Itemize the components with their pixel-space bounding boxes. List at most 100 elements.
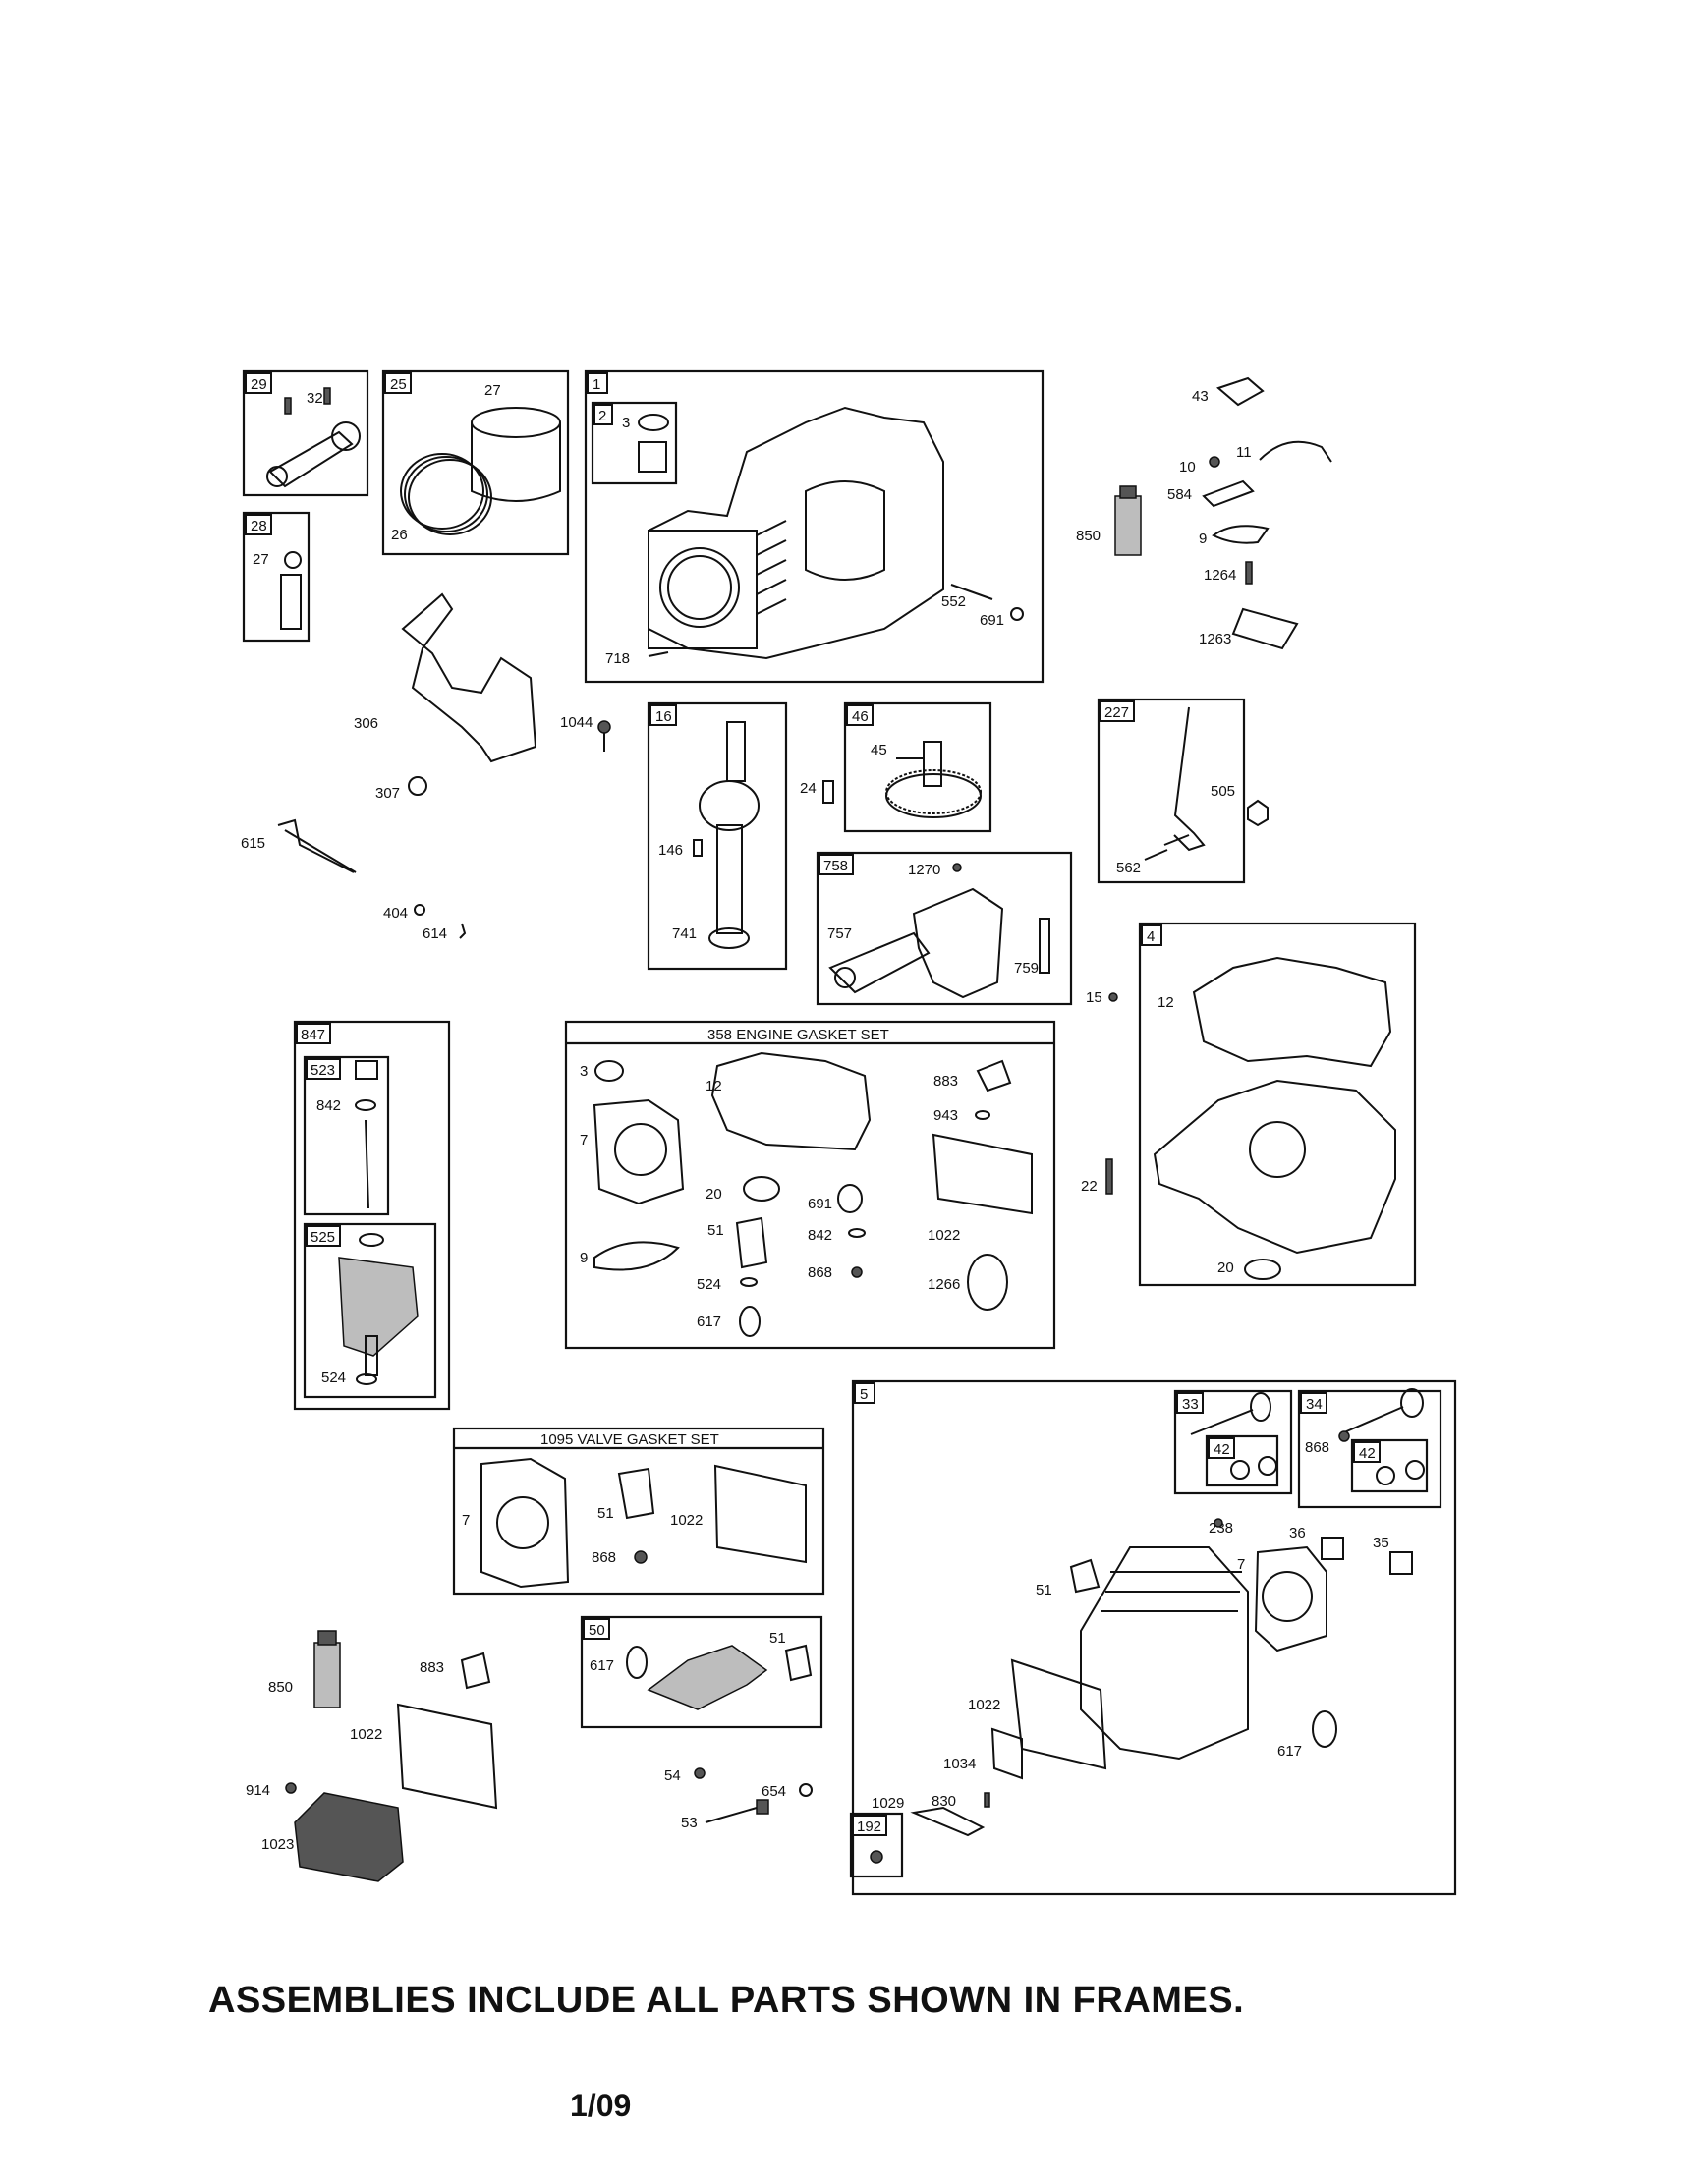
svg-text:9: 9 [1199, 531, 1207, 547]
label-505: 505 [1211, 783, 1235, 800]
svg-text:307: 307 [375, 785, 400, 802]
valve-gasket-parts [480, 1457, 807, 1589]
label-943: 943 [933, 1107, 958, 1124]
svg-text:54: 54 [664, 1767, 681, 1784]
label-26: 26 [391, 527, 408, 543]
frame-525: 525 524 [303, 1222, 437, 1399]
label-842: 842 [316, 1097, 341, 1114]
svg-text:615: 615 [241, 835, 265, 852]
svg-text:25: 25 [390, 376, 407, 393]
label-617: 617 [1277, 1743, 1302, 1760]
svg-text:1: 1 [593, 376, 600, 393]
svg-text:10: 10 [1179, 459, 1196, 476]
frame-1095-valve-gasket-set: 1095 VALVE GASKET SET 7 51 1022 868 [452, 1427, 825, 1596]
frame-28: 28 27 [242, 511, 311, 643]
label-32: 32 [307, 390, 323, 407]
label-741: 741 [672, 925, 697, 942]
frame-758: 758 1270 757 759 [816, 851, 1073, 1006]
seal-bushing-part [638, 414, 669, 473]
label-51: 51 [707, 1222, 724, 1239]
label-146: 146 [658, 842, 683, 859]
svg-text:850: 850 [268, 1679, 293, 1696]
crankcase-cover-part [1153, 956, 1396, 1280]
frame-5: 5 238 36 35 7 51 1022 617 1034 1029 830 [851, 1379, 1457, 1896]
label-1266: 1266 [928, 1276, 960, 1293]
svg-text:1263: 1263 [1199, 631, 1231, 647]
label-7: 7 [1237, 1556, 1245, 1573]
svg-text:43: 43 [1192, 388, 1209, 405]
label-1022: 1022 [968, 1697, 1000, 1713]
frame-29: 29 32 [242, 369, 369, 497]
loose-parts-bottom-left: 850 883 1022 914 1023 54 654 53 [246, 1630, 813, 1882]
label-45: 45 [871, 742, 887, 758]
svg-text:847: 847 [301, 1027, 325, 1043]
label-7: 7 [580, 1132, 588, 1148]
label-868: 868 [592, 1549, 616, 1566]
svg-text:654: 654 [762, 1783, 786, 1800]
frame-192: 192 [849, 1812, 904, 1878]
svg-text:758: 758 [823, 858, 848, 874]
label-868: 868 [808, 1264, 832, 1281]
svg-text:525: 525 [311, 1229, 335, 1246]
footer-note: ASSEMBLIES INCLUDE ALL PARTS SHOWN IN FR… [208, 1980, 1245, 2021]
valve-cover-parts [285, 1630, 813, 1882]
label-617: 617 [697, 1314, 721, 1330]
label-27: 27 [253, 551, 269, 568]
connecting-rod-part [266, 387, 361, 488]
governor-shaft-part [1144, 706, 1269, 861]
frame-227: 227 505 562 [1097, 698, 1269, 884]
svg-text:614: 614 [423, 925, 447, 942]
svg-text:16: 16 [655, 708, 672, 725]
svg-text:15: 15 [1086, 989, 1102, 1006]
svg-text:404: 404 [383, 905, 408, 922]
cam-follower-part [828, 863, 1050, 999]
svg-text:22: 22 [1081, 1178, 1098, 1195]
svg-text:24: 24 [800, 780, 817, 797]
breather-parts [1114, 376, 1332, 650]
svg-text:306: 306 [354, 715, 378, 732]
svg-text:2: 2 [598, 408, 606, 424]
label-1022: 1022 [928, 1227, 960, 1244]
svg-text:11: 11 [1236, 444, 1252, 461]
cylinder-head-part [910, 1518, 1413, 1837]
cylinder-block-part [648, 406, 1024, 660]
label-691: 691 [808, 1196, 832, 1212]
label-868: 868 [1305, 1439, 1329, 1456]
svg-text:1023: 1023 [261, 1836, 294, 1853]
frame-50: 50 617 51 [580, 1615, 823, 1729]
label-691: 691 [980, 612, 1004, 629]
svg-text:42: 42 [1214, 1441, 1230, 1458]
label-759: 759 [1014, 960, 1039, 977]
label-9: 9 [580, 1250, 588, 1266]
label-20: 20 [1217, 1260, 1234, 1276]
dipstick-part [355, 1060, 378, 1209]
svg-text:46: 46 [852, 708, 869, 725]
svg-text:883: 883 [420, 1659, 444, 1676]
label-12: 12 [1158, 994, 1174, 1011]
crankshaft-part [693, 721, 760, 949]
svg-text:1264: 1264 [1204, 567, 1236, 584]
piston-pin-part [280, 551, 302, 630]
label-562: 562 [1116, 860, 1141, 876]
label-718: 718 [605, 650, 630, 667]
label-3: 3 [580, 1063, 588, 1080]
frame-2: 2 3 [591, 401, 678, 485]
frame-16: 16 146 741 24 [647, 701, 834, 971]
set-title: 1095 VALVE GASKET SET [540, 1431, 719, 1448]
svg-text:4: 4 [1147, 928, 1155, 945]
svg-text:50: 50 [589, 1622, 605, 1639]
oil-deflector-part [277, 592, 611, 939]
label-830: 830 [932, 1793, 956, 1810]
frame-42-intake: 42 [1350, 1438, 1429, 1493]
label-51: 51 [1036, 1582, 1052, 1598]
svg-text:34: 34 [1306, 1396, 1323, 1413]
label-7: 7 [462, 1512, 470, 1529]
svg-text:523: 523 [311, 1062, 335, 1079]
piston-part [400, 407, 561, 535]
frame-847: 847 [293, 1020, 451, 1411]
label-3: 3 [622, 415, 630, 431]
intake-valve-part [1338, 1388, 1424, 1442]
svg-text:192: 192 [857, 1819, 881, 1835]
svg-text:914: 914 [246, 1782, 270, 1799]
